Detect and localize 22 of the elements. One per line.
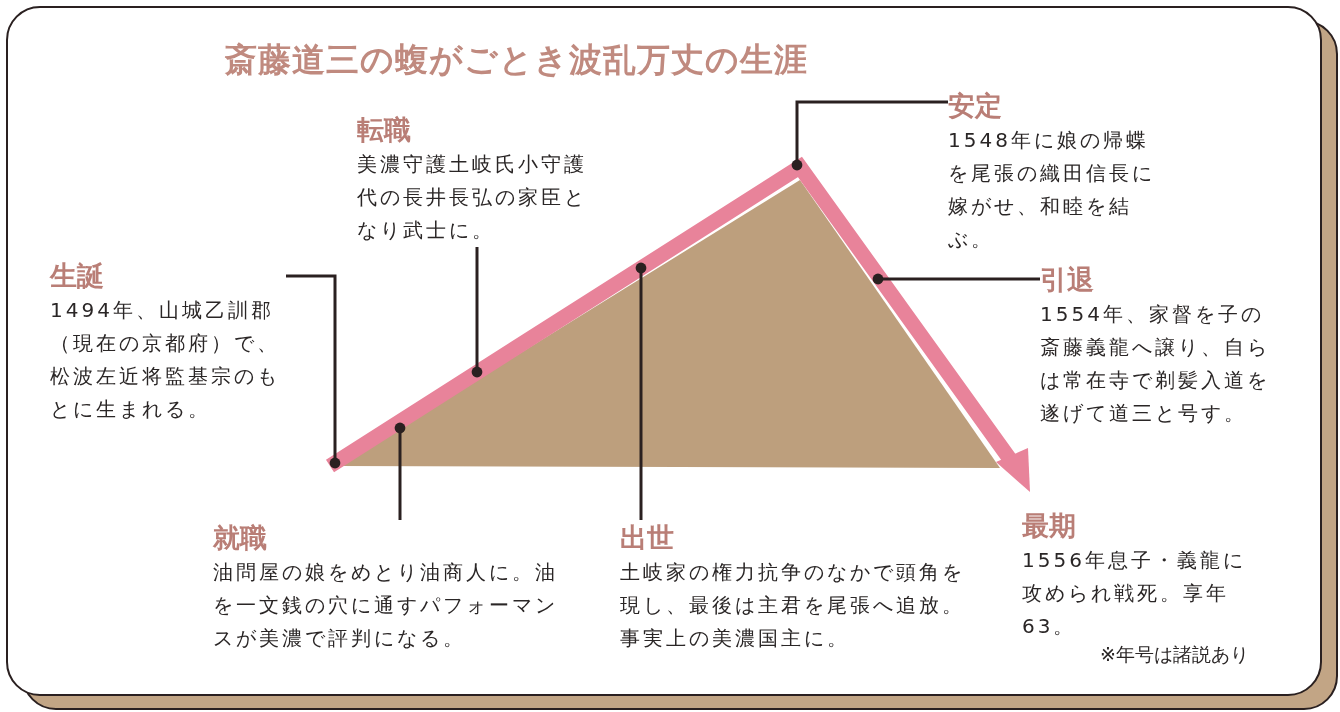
diagram-title: 斎藤道三の蝮がごとき波乱万丈の生涯 bbox=[224, 39, 808, 81]
event-heading: 最期 bbox=[1022, 509, 1076, 543]
footnote: ※年号は諸説あり bbox=[1100, 642, 1249, 667]
event-description: 土岐家の権力抗争のなかで頭角を現し、最後は主君を尾張へ追放。事実上の美濃国主に。 bbox=[620, 559, 966, 652]
event-description: 1548年に娘の帰蝶を尾張の織田信長に嫁がせ、和睦を結ぶ。 bbox=[948, 127, 1156, 253]
event-heading: 出世 bbox=[620, 521, 674, 555]
event-description: 1494年、山城乙訓郡（現在の京都府）で、松波左近将監基宗のもとに生まれる。 bbox=[50, 297, 281, 423]
event-description: 油問屋の娘をめとり油商人に。油を一文銭の穴に通すパフォーマンスが美濃で評判になる。 bbox=[213, 559, 559, 652]
leader-line bbox=[635, 262, 647, 520]
event-heading: 生誕 bbox=[50, 259, 104, 293]
event-heading: 就職 bbox=[213, 521, 267, 555]
leader-line bbox=[791, 100, 948, 171]
leader-line bbox=[872, 273, 1040, 285]
event-description: 美濃守護土岐氏小守護代の長井長弘の家臣となり武士に。 bbox=[357, 151, 588, 244]
event-heading: 転職 bbox=[357, 113, 411, 147]
event-description: 1556年息子・義龍に攻められ戦死。享年63。 bbox=[1022, 547, 1247, 640]
event-heading: 安定 bbox=[948, 89, 1002, 123]
leader-line bbox=[394, 422, 406, 520]
event-heading: 引退 bbox=[1040, 263, 1094, 297]
event-description: 1554年、家督を子の斎藤義龍へ譲り、自らは常在寺で剃髪入道を遂げて道三と号す。 bbox=[1040, 301, 1271, 427]
leader-line bbox=[471, 247, 483, 378]
leader-line bbox=[286, 274, 341, 469]
